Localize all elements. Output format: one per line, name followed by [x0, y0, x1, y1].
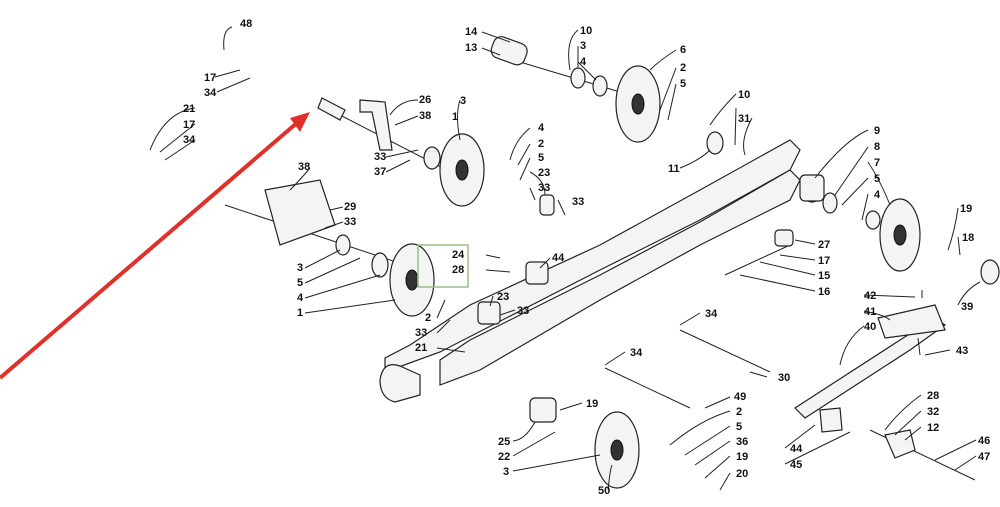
callout-18: 18 — [962, 232, 974, 244]
callout-33: 33 — [572, 196, 584, 208]
callout-33: 33 — [538, 182, 550, 194]
callout-28: 28 — [452, 264, 464, 276]
callout-33: 33 — [517, 305, 529, 317]
callout-34: 34 — [204, 87, 217, 99]
callout-45: 45 — [790, 459, 802, 471]
callout-14: 14 — [465, 26, 478, 38]
callout-3: 3 — [460, 95, 466, 107]
callout-21: 21 — [183, 103, 195, 115]
callout-17: 17 — [818, 255, 830, 267]
callout-44: 44 — [790, 443, 803, 455]
callout-3: 3 — [503, 466, 509, 478]
callout-3: 3 — [580, 40, 586, 52]
callout-26: 26 — [419, 94, 431, 106]
callout-34: 34 — [705, 308, 718, 320]
callout-33: 33 — [344, 216, 356, 228]
callout-17: 17 — [183, 119, 195, 131]
pointer-arrow — [0, 112, 310, 380]
callout-23: 23 — [497, 291, 509, 303]
callout-13: 13 — [465, 42, 477, 54]
callout-1: 1 — [297, 307, 303, 319]
callout-19: 19 — [586, 398, 598, 410]
callout-30: 30 — [778, 372, 790, 384]
callout-32: 32 — [927, 406, 939, 418]
shafts — [224, 61, 976, 481]
callout-28: 28 — [927, 390, 939, 402]
callout-41: 41 — [864, 306, 876, 318]
callout-47: 47 — [978, 451, 990, 463]
leader-lines — [149, 26, 981, 491]
callout-33: 33 — [374, 151, 386, 163]
callout-9: 9 — [874, 125, 880, 137]
callout-50: 50 — [598, 485, 610, 497]
callout-23: 23 — [538, 167, 550, 179]
callout-16: 16 — [818, 286, 830, 298]
callout-20: 20 — [736, 468, 748, 480]
callout-43: 43 — [956, 345, 968, 357]
callout-29: 29 — [344, 201, 356, 213]
callout-6: 6 — [680, 44, 686, 56]
callout-7: 7 — [874, 157, 880, 169]
callout-5: 5 — [538, 152, 544, 164]
callout-48: 48 — [240, 18, 252, 30]
callout-27: 27 — [818, 239, 830, 251]
callout-46: 46 — [978, 435, 990, 447]
callout-44: 44 — [552, 252, 565, 264]
wheels — [389, 65, 921, 489]
callout-labels: 48 17 34 21 17 34 26 38 33 37 38 29 33 3… — [183, 18, 990, 497]
callout-21: 21 — [415, 342, 427, 354]
callout-4: 4 — [538, 122, 545, 134]
callout-12: 12 — [927, 422, 939, 434]
callout-4: 4 — [580, 56, 587, 68]
callout-19: 19 — [736, 451, 748, 463]
callout-24: 24 — [452, 249, 465, 261]
callout-25: 25 — [498, 436, 510, 448]
callout-39: 39 — [961, 301, 973, 313]
suspension-arm — [794, 290, 947, 419]
callout-5: 5 — [680, 78, 686, 90]
callout-2: 2 — [538, 138, 544, 150]
callout-3: 3 — [297, 262, 303, 274]
callout-10: 10 — [580, 25, 592, 37]
callout-42: 42 — [864, 290, 876, 302]
callout-5: 5 — [297, 277, 303, 289]
callout-1: 1 — [452, 111, 458, 123]
small-parts — [264, 36, 1000, 459]
callout-19: 19 — [960, 203, 972, 215]
callout-2: 2 — [680, 62, 686, 74]
callout-11: 11 — [668, 163, 680, 175]
callout-36: 36 — [736, 436, 748, 448]
highlight-box — [417, 244, 469, 288]
callout-34: 34 — [630, 347, 643, 359]
callout-15: 15 — [818, 270, 830, 282]
callout-38: 38 — [298, 161, 310, 173]
callout-31: 31 — [738, 113, 750, 125]
callout-33: 33 — [415, 327, 427, 339]
callout-37: 37 — [374, 166, 386, 178]
callout-10: 10 — [738, 89, 750, 101]
callout-2: 2 — [736, 406, 742, 418]
callout-38: 38 — [419, 110, 431, 122]
callout-22: 22 — [498, 451, 510, 463]
callout-4: 4 — [874, 189, 881, 201]
callout-8: 8 — [874, 141, 880, 153]
callout-34: 34 — [183, 134, 196, 146]
callout-40: 40 — [864, 321, 876, 333]
callout-5: 5 — [874, 173, 880, 185]
callout-49: 49 — [734, 391, 746, 403]
callout-5: 5 — [736, 421, 742, 433]
callout-2: 2 — [425, 312, 431, 324]
callout-4: 4 — [297, 292, 304, 304]
callout-17: 17 — [204, 72, 216, 84]
